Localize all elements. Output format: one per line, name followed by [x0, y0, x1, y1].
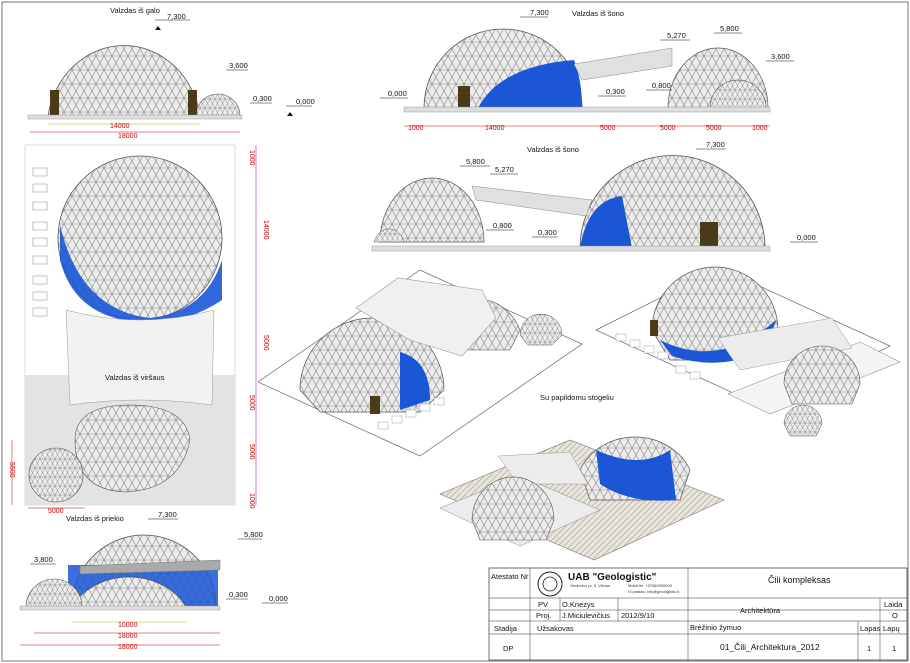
- lapas-value: 1: [867, 644, 871, 653]
- view-side-left: Valzdas iš šono 7,300 5,800 5,270 0,800 …: [371, 140, 818, 252]
- level-mark: 5,800: [466, 157, 485, 166]
- dimension: 18000: [118, 633, 138, 640]
- view-gable: Valzdas iš galo 7,300 3,600 0,300 0,000 …: [27, 6, 315, 140]
- name-proj: J.Miciulevičius: [562, 611, 610, 620]
- door: [188, 90, 197, 115]
- level-mark: 0,000: [797, 233, 816, 242]
- dimension: 5000: [660, 125, 676, 132]
- main-dome: [47, 45, 201, 117]
- dimension: 5000: [48, 508, 64, 515]
- date: 2012/9/10: [621, 611, 654, 620]
- lapu-label: Lapų: [883, 624, 900, 633]
- level-mark: 7,300: [530, 8, 549, 17]
- dimension: 1000: [408, 125, 424, 132]
- dimension: 1000: [248, 493, 255, 509]
- company-email: El.paštas: info@geologistic.lt: [628, 589, 680, 594]
- axonometric-view-2: [595, 266, 901, 437]
- level-mark: 0,300: [229, 590, 248, 599]
- level-mark: 0,300: [538, 228, 557, 237]
- dimension: 5000: [248, 395, 255, 411]
- level-mark: 7,300: [706, 140, 725, 149]
- role-proj: Proj.: [536, 611, 551, 620]
- level-mark: 0,300: [253, 94, 272, 103]
- dimension: 18000: [118, 644, 138, 651]
- level-mark: 0,800: [652, 81, 671, 90]
- dimension: 1000: [248, 150, 255, 166]
- dimension: 5000: [248, 444, 255, 460]
- level-mark: 7,300: [158, 510, 177, 519]
- dimension: 14000: [262, 220, 269, 240]
- level-mark: 5,800: [244, 530, 263, 539]
- view-side-right: Valzdas iš šono 7,300 5,270 5,800 3,600 …: [380, 8, 794, 132]
- view-canopy-title: Su papildomu stogeliu: [540, 393, 614, 402]
- lapu-value: 1: [892, 644, 896, 653]
- level-mark: 7,300: [167, 12, 186, 21]
- level-mark: 0,000: [269, 594, 288, 603]
- client-label: Užsakovas: [537, 624, 574, 633]
- laida-label: Laida: [884, 600, 903, 609]
- dimension: 14000: [110, 123, 130, 130]
- dimension: 5000: [262, 335, 269, 351]
- small-dome-top: [28, 447, 84, 503]
- axonometric-view-3: Su papildomu stogeliu: [439, 393, 725, 561]
- view-top: Valzdas iš viršaus 14000 5000 5000 5000 …: [8, 144, 269, 515]
- level-mark: 0,800: [493, 221, 512, 230]
- platform: [27, 114, 243, 120]
- section-name: Architektūra: [740, 606, 781, 615]
- dimension: 5000: [706, 125, 722, 132]
- lapas-label: Lapas: [860, 624, 881, 633]
- title-block: Atestato Nr UAB "Geologistic" Gedimino p…: [488, 567, 908, 661]
- view-gable-title: Valzdas iš galo: [110, 6, 160, 15]
- role-pv: PV: [538, 600, 548, 609]
- dimension: 5500: [8, 462, 15, 478]
- company-address: Gedimino pr. 5, Vilnius: [570, 583, 610, 588]
- canopy: [65, 309, 215, 406]
- stadija-label: Stadija: [494, 624, 518, 633]
- level-mark: 5,800: [720, 24, 739, 33]
- dimension: 18000: [118, 133, 138, 140]
- axonometric-view-1: [257, 269, 583, 457]
- laida-value: O: [892, 611, 898, 620]
- stadija-value: DP: [503, 644, 513, 653]
- level-mark: 3,600: [771, 52, 790, 61]
- drawing-code: 01_Čili_Architektura_2012: [720, 642, 820, 652]
- small-dome: [195, 93, 241, 117]
- door: [50, 90, 59, 115]
- level-mark: 0,000: [296, 97, 315, 106]
- drawing-label: Brėžinio žymuo: [690, 623, 741, 632]
- view-front-title: Valzdas iš priekio: [66, 514, 124, 523]
- level-mark: 3,800: [34, 555, 53, 564]
- level-mark: 0,300: [606, 87, 625, 96]
- company-phone: Mobil.tel. +37060000000: [628, 583, 673, 588]
- view-side-left-title: Valzdas iš šono: [527, 145, 579, 154]
- dimension: 10000: [118, 622, 138, 629]
- view-side-right-title: Valzdas iš šono: [572, 9, 624, 18]
- dimension: 5000: [600, 125, 616, 132]
- dimension: 14000: [485, 125, 505, 132]
- stamp-label: Atestato Nr: [491, 572, 529, 581]
- level-mark: 5,270: [495, 165, 514, 174]
- level-mark: 0,000: [388, 89, 407, 98]
- company-name: UAB "Geologistic": [568, 572, 657, 583]
- dimension: 1000: [752, 125, 768, 132]
- project-name: Čili kompleksas: [768, 575, 831, 585]
- view-top-title: Valzdas iš viršaus: [105, 373, 165, 382]
- name-pv: O.Knezys: [562, 600, 595, 609]
- level-mark: 5,270: [667, 31, 686, 40]
- view-front: Valzdas iš priekio 7,300 5,800 3,800 0,3…: [19, 510, 288, 651]
- level-mark: 3,600: [229, 61, 248, 70]
- company-logo: [537, 571, 563, 597]
